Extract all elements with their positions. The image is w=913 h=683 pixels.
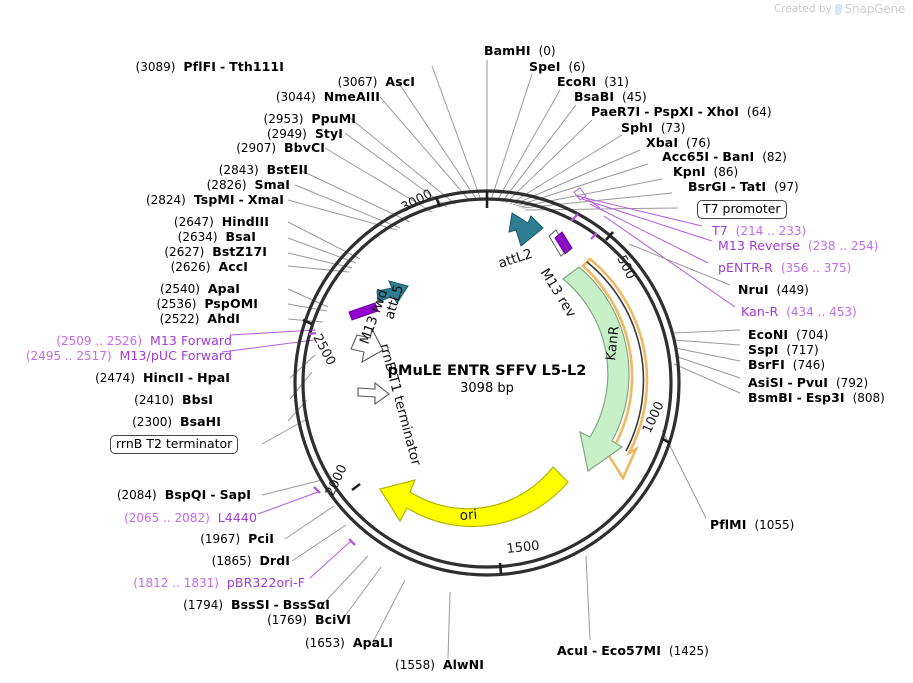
site-label-bsssi[interactable]: (1794) BssSI - BssSαI [183, 597, 330, 612]
feature-label-kan-r[interactable]: Kan-R (434 .. 453) [741, 304, 857, 319]
kanr-promoter-arrow [581, 257, 649, 481]
feature-label-m13-reverse[interactable]: M13 Reverse (238 .. 254) [718, 238, 879, 253]
site-label-nrui[interactable]: NruI (449) [738, 282, 809, 297]
m13-fwd-feature-arrow [348, 302, 379, 321]
feature-label-l4440[interactable]: (2065 .. 2082) L4440 [124, 510, 257, 525]
watermark-created-by: Created by [773, 3, 832, 15]
site-label-paer7i[interactable]: PaeR7I - PspXI - XhoI (64) [591, 104, 772, 119]
site-label-bsai[interactable]: (2634) BsaI [177, 229, 256, 244]
site-label-bsteii[interactable]: (2843) BstEII [218, 162, 308, 177]
feature-label-pbr322ori-f[interactable]: (1812 .. 1831) pBR322ori-F [133, 575, 305, 590]
site-label-kpni[interactable]: KpnI (86) [673, 164, 739, 179]
site-label-styi[interactable]: (2949) StyI [266, 126, 343, 141]
site-label-bsabi[interactable]: BsaBI (45) [574, 89, 647, 104]
backbone-feature-marks [308, 213, 598, 546]
site-label-hincii[interactable]: (2474) HincII - HpaI [95, 370, 230, 385]
tick-500: 500 [613, 253, 638, 282]
site-label-spei[interactable]: SpeI (6) [529, 59, 586, 74]
ori-feature-arrow [379, 466, 569, 528]
site-label-sphi[interactable]: SphI (73) [621, 120, 686, 135]
site-label-bsrfi[interactable]: BsrFI (746) [748, 357, 826, 372]
site-label-pflfi[interactable]: (3089) PflFI - Tth111I [135, 59, 284, 74]
site-label-bsmbi[interactable]: BsmBI - Esp3I (808) [748, 390, 885, 405]
site-label-bstz17i[interactable]: (2627) BstZ17I [164, 244, 267, 259]
site-label-bcivi[interactable]: (1769) BciVI [267, 612, 351, 627]
feature-label-pentr-r[interactable]: pENTR-R (356 .. 375) [718, 260, 852, 275]
attl2-label: attL2 [496, 246, 534, 272]
site-label-pcii[interactable]: (1967) PciI [200, 531, 274, 546]
site-label-asisi[interactable]: AsiSI - PvuI (792) [748, 375, 869, 390]
site-label-bspqi[interactable]: (2084) BspQI - SapI [116, 487, 251, 502]
site-label-drdi[interactable]: (1865) DrdI [211, 553, 290, 568]
tick-2500: 2500 [309, 332, 338, 368]
feature-label-m13-forward[interactable]: (2509 .. 2526) M13 Forward [56, 333, 232, 348]
site-label-bsahi[interactable]: (2300) BsaHI [132, 414, 221, 429]
site-label-acci[interactable]: (2626) AccI [170, 259, 248, 274]
site-label-hindiii[interactable]: (2647) HindIII [173, 214, 269, 229]
site-label-smai[interactable]: (2826) SmaI [206, 177, 290, 192]
watermark-brand: SnapGene [844, 2, 905, 16]
site-label-asci[interactable]: (3067) AscI [337, 74, 415, 89]
plasmid-size: 3098 bp [460, 381, 514, 396]
rrnb-t1-terminator-arrows [350, 327, 390, 406]
snapgene-logo-icon [834, 3, 843, 15]
coordinate-ticks [302, 191, 671, 575]
site-label-apali[interactable]: (1653) ApaLI [304, 635, 393, 650]
site-label-acui[interactable]: AcuI - Eco57MI (1425) [557, 643, 709, 658]
m13-rev-feature-arrow [548, 229, 573, 257]
feature-label-m13-puc-forward[interactable]: (2495 .. 2517) M13/pUC Forward [25, 348, 232, 363]
tick-2000: 2000 [323, 462, 351, 498]
site-label-bamhi[interactable]: BamHI (0) [484, 43, 556, 58]
kanr-feature-arrow [562, 266, 630, 473]
site-label-bsrgi[interactable]: BsrGI - TatI (97) [688, 179, 799, 194]
ori-label: ori [459, 507, 478, 524]
site-label-apai[interactable]: (2540) ApaI [160, 281, 240, 296]
leader-lines-left [261, 65, 482, 659]
boxlabel-t7-promoter[interactable]: T7 promoter [697, 200, 787, 219]
attl2-feature-arrow [508, 212, 544, 247]
site-label-ecori[interactable]: EcoRI (31) [557, 74, 629, 89]
site-label-xbai[interactable]: XbaI (76) [646, 135, 711, 150]
site-label-ppumi[interactable]: (2953) PpuMI [263, 111, 356, 126]
site-label-econi[interactable]: EcoNI (704) [748, 327, 829, 342]
site-label-bbsi[interactable]: (2410) BbsI [134, 392, 213, 407]
leader-lines-features-right [573, 187, 736, 308]
snapgene-watermark: Created by SnapGene [774, 2, 905, 16]
site-label-pspomi[interactable]: (2536) PspOMI [156, 296, 258, 311]
site-label-sspi[interactable]: SspI (717) [748, 342, 819, 357]
site-label-bbvci[interactable]: (2907) BbvCI [236, 140, 325, 155]
tick-1500: 1500 [506, 539, 540, 557]
site-label-ahdi[interactable]: (2522) AhdI [159, 311, 240, 326]
attl5-feature-arrow [376, 280, 409, 304]
kanr-label: KanR [603, 325, 623, 361]
site-label-alwni[interactable]: (1558) AlwNI [395, 657, 484, 672]
rrnb-t1-terminator-label: rrnB T1 terminator [376, 342, 424, 468]
site-label-pflmi[interactable]: PflMI (1055) [710, 517, 795, 532]
boxlabel-rrnb-t2-terminator[interactable]: rrnB T2 terminator [110, 435, 239, 454]
plasmid-name: pMuLE ENTR SFFV L5-L2 [388, 363, 587, 379]
feature-label-t7[interactable]: T7 (214 .. 233) [712, 223, 807, 238]
site-label-nmeaiii[interactable]: (3044) NmeAIII [275, 89, 380, 104]
site-label-acc65i[interactable]: Acc65I - BanI (82) [662, 149, 787, 164]
site-label-tspmi[interactable]: (2824) TspMI - XmaI [145, 192, 284, 207]
